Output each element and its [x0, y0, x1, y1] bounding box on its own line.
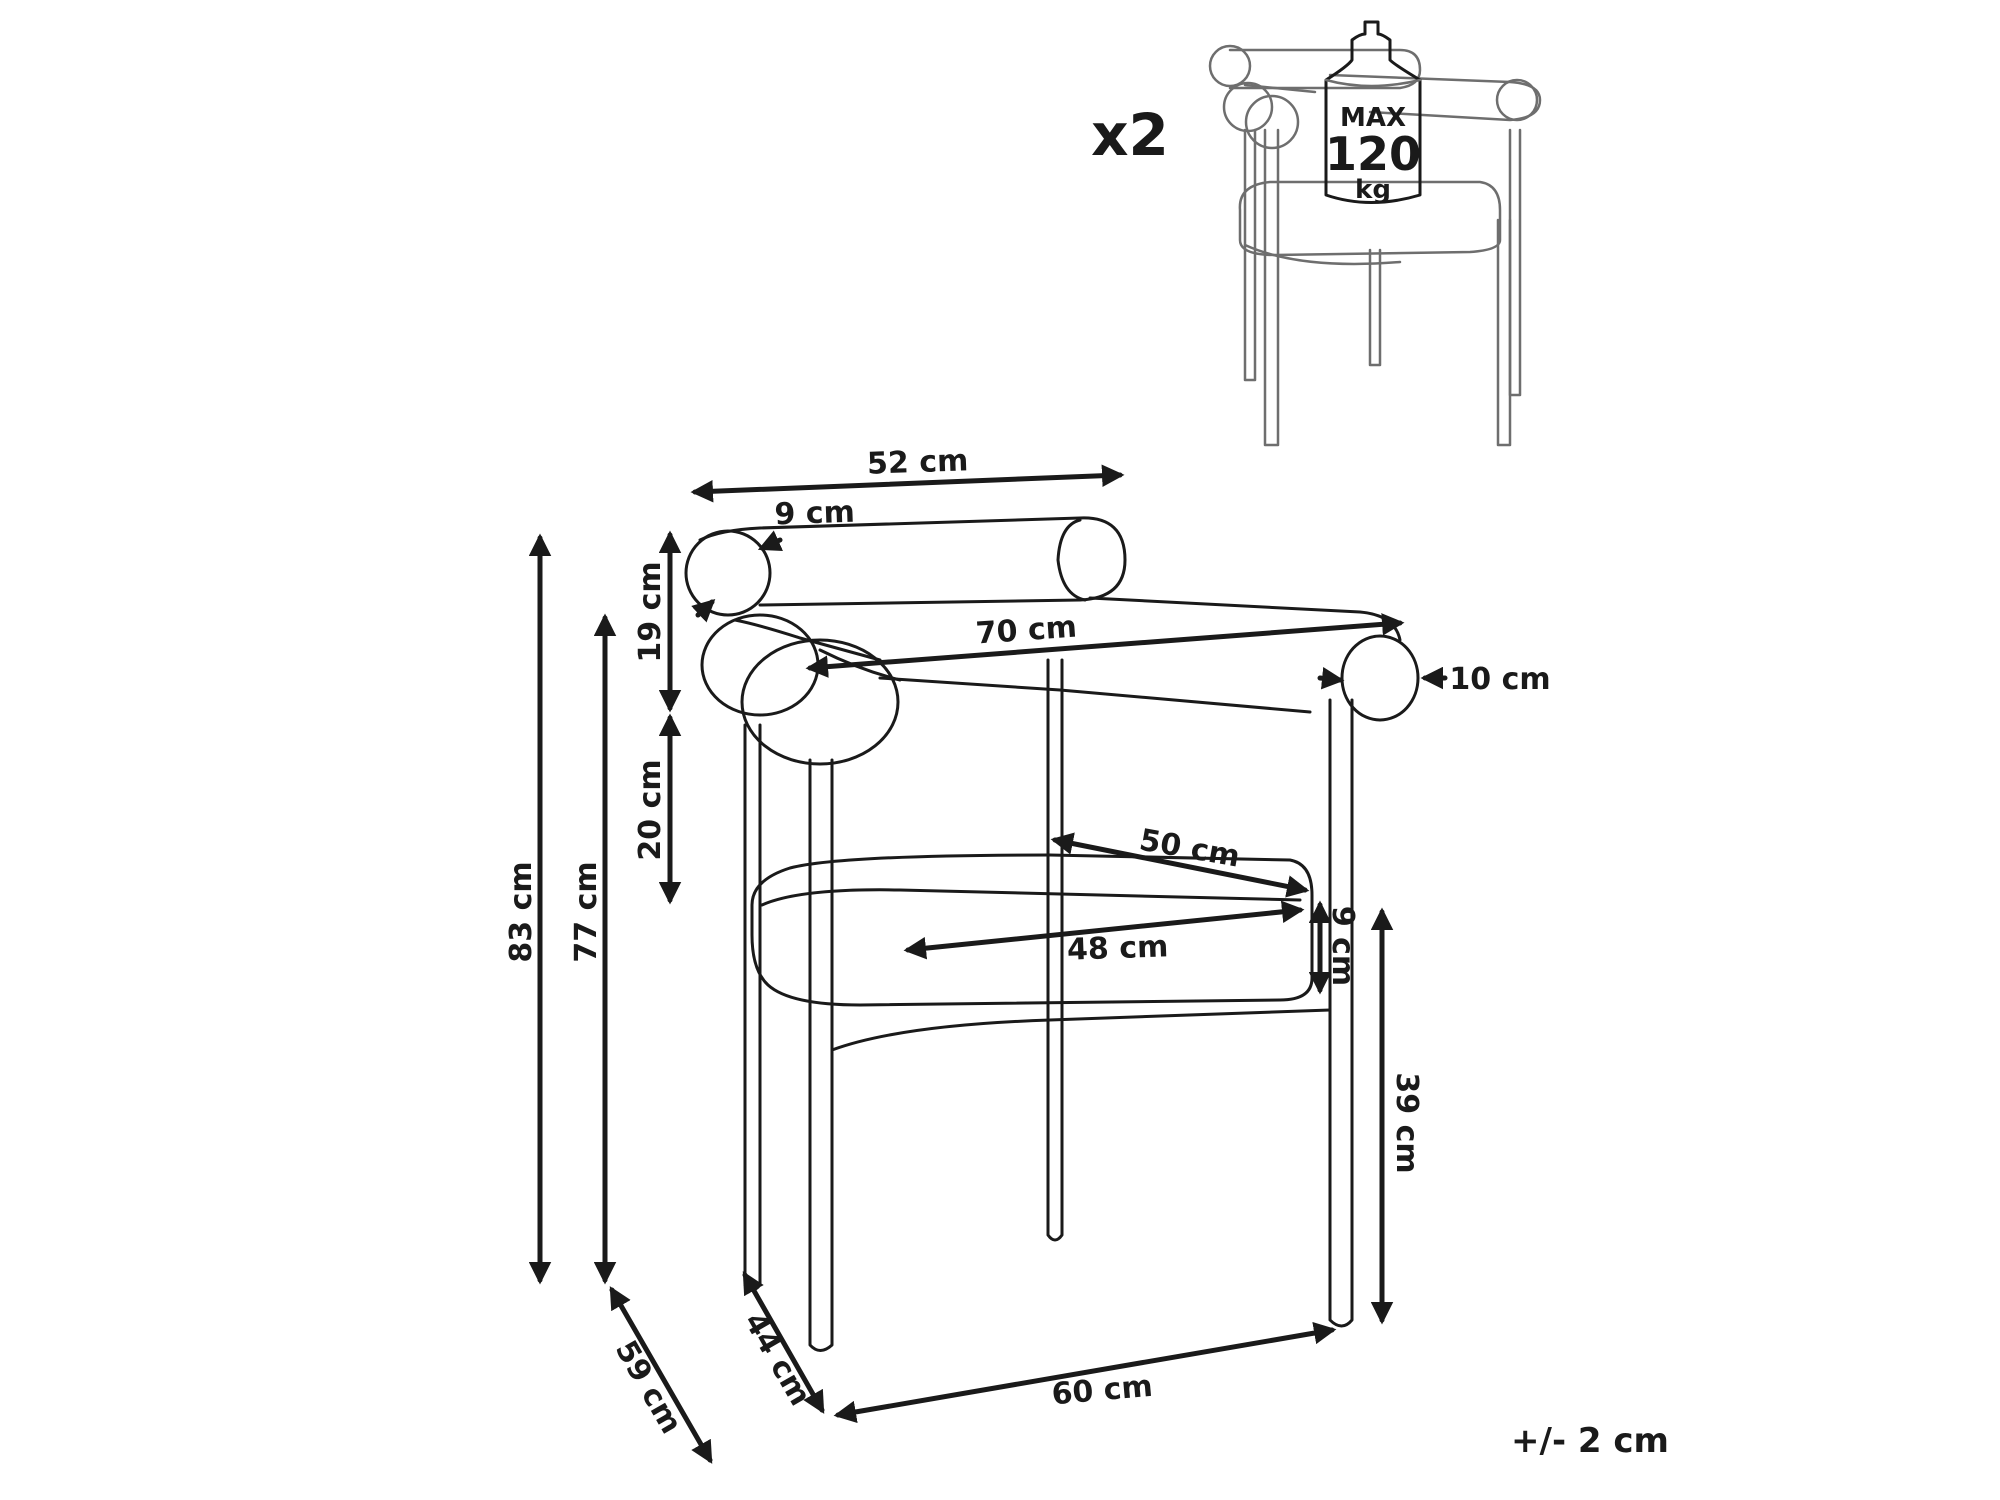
dim-label-back-gap: 20 cm [633, 759, 668, 860]
dim-50 [1050, 832, 1310, 898]
max-label: MAX [1340, 103, 1406, 133]
dim-label-depth-total: 59 cm [608, 1335, 689, 1440]
dim-59 [609, 1286, 713, 1464]
max-weight-value: 120 [1325, 127, 1421, 181]
dim-label-width-base: 60 cm [1050, 1369, 1154, 1413]
dim-label-backrest-height: 19 cm [633, 561, 668, 662]
dim-10-left [1317, 667, 1345, 690]
dim-60 [833, 1321, 1337, 1424]
dim-label-depth-legs: 44 cm [737, 1307, 818, 1412]
preview-chair: MAX 120 kg [1208, 20, 1542, 447]
dim-9-top [757, 530, 784, 551]
dim-label-armrest-diameter: 10 cm [1449, 662, 1550, 697]
max-weight-unit: kg [1355, 175, 1391, 205]
dim-label-seat-width: 48 cm [1066, 929, 1168, 968]
quantity-label: x2 [1091, 101, 1169, 169]
dim-label-width-top: 52 cm [866, 443, 968, 482]
dim-70 [805, 613, 1405, 678]
dim-label-arm-width: 70 cm [975, 610, 1078, 652]
dimension-lines [528, 464, 1448, 1464]
dim-44 [742, 1271, 825, 1414]
dim-48 [903, 900, 1305, 960]
dim-label-seat-thickness: 9 cm [1325, 906, 1360, 986]
dim-label-backrest-diameter: 9 cm [774, 495, 856, 533]
dim-19-tick [691, 598, 716, 623]
dim-label-seat-height: 39 cm [1389, 1072, 1424, 1173]
dim-label-arm-height: 77 cm [569, 861, 604, 962]
dim-52 [690, 464, 1125, 503]
dim-label-total-height: 83 cm [504, 861, 539, 962]
tolerance-label: +/- 2 cm [1511, 1421, 1669, 1461]
